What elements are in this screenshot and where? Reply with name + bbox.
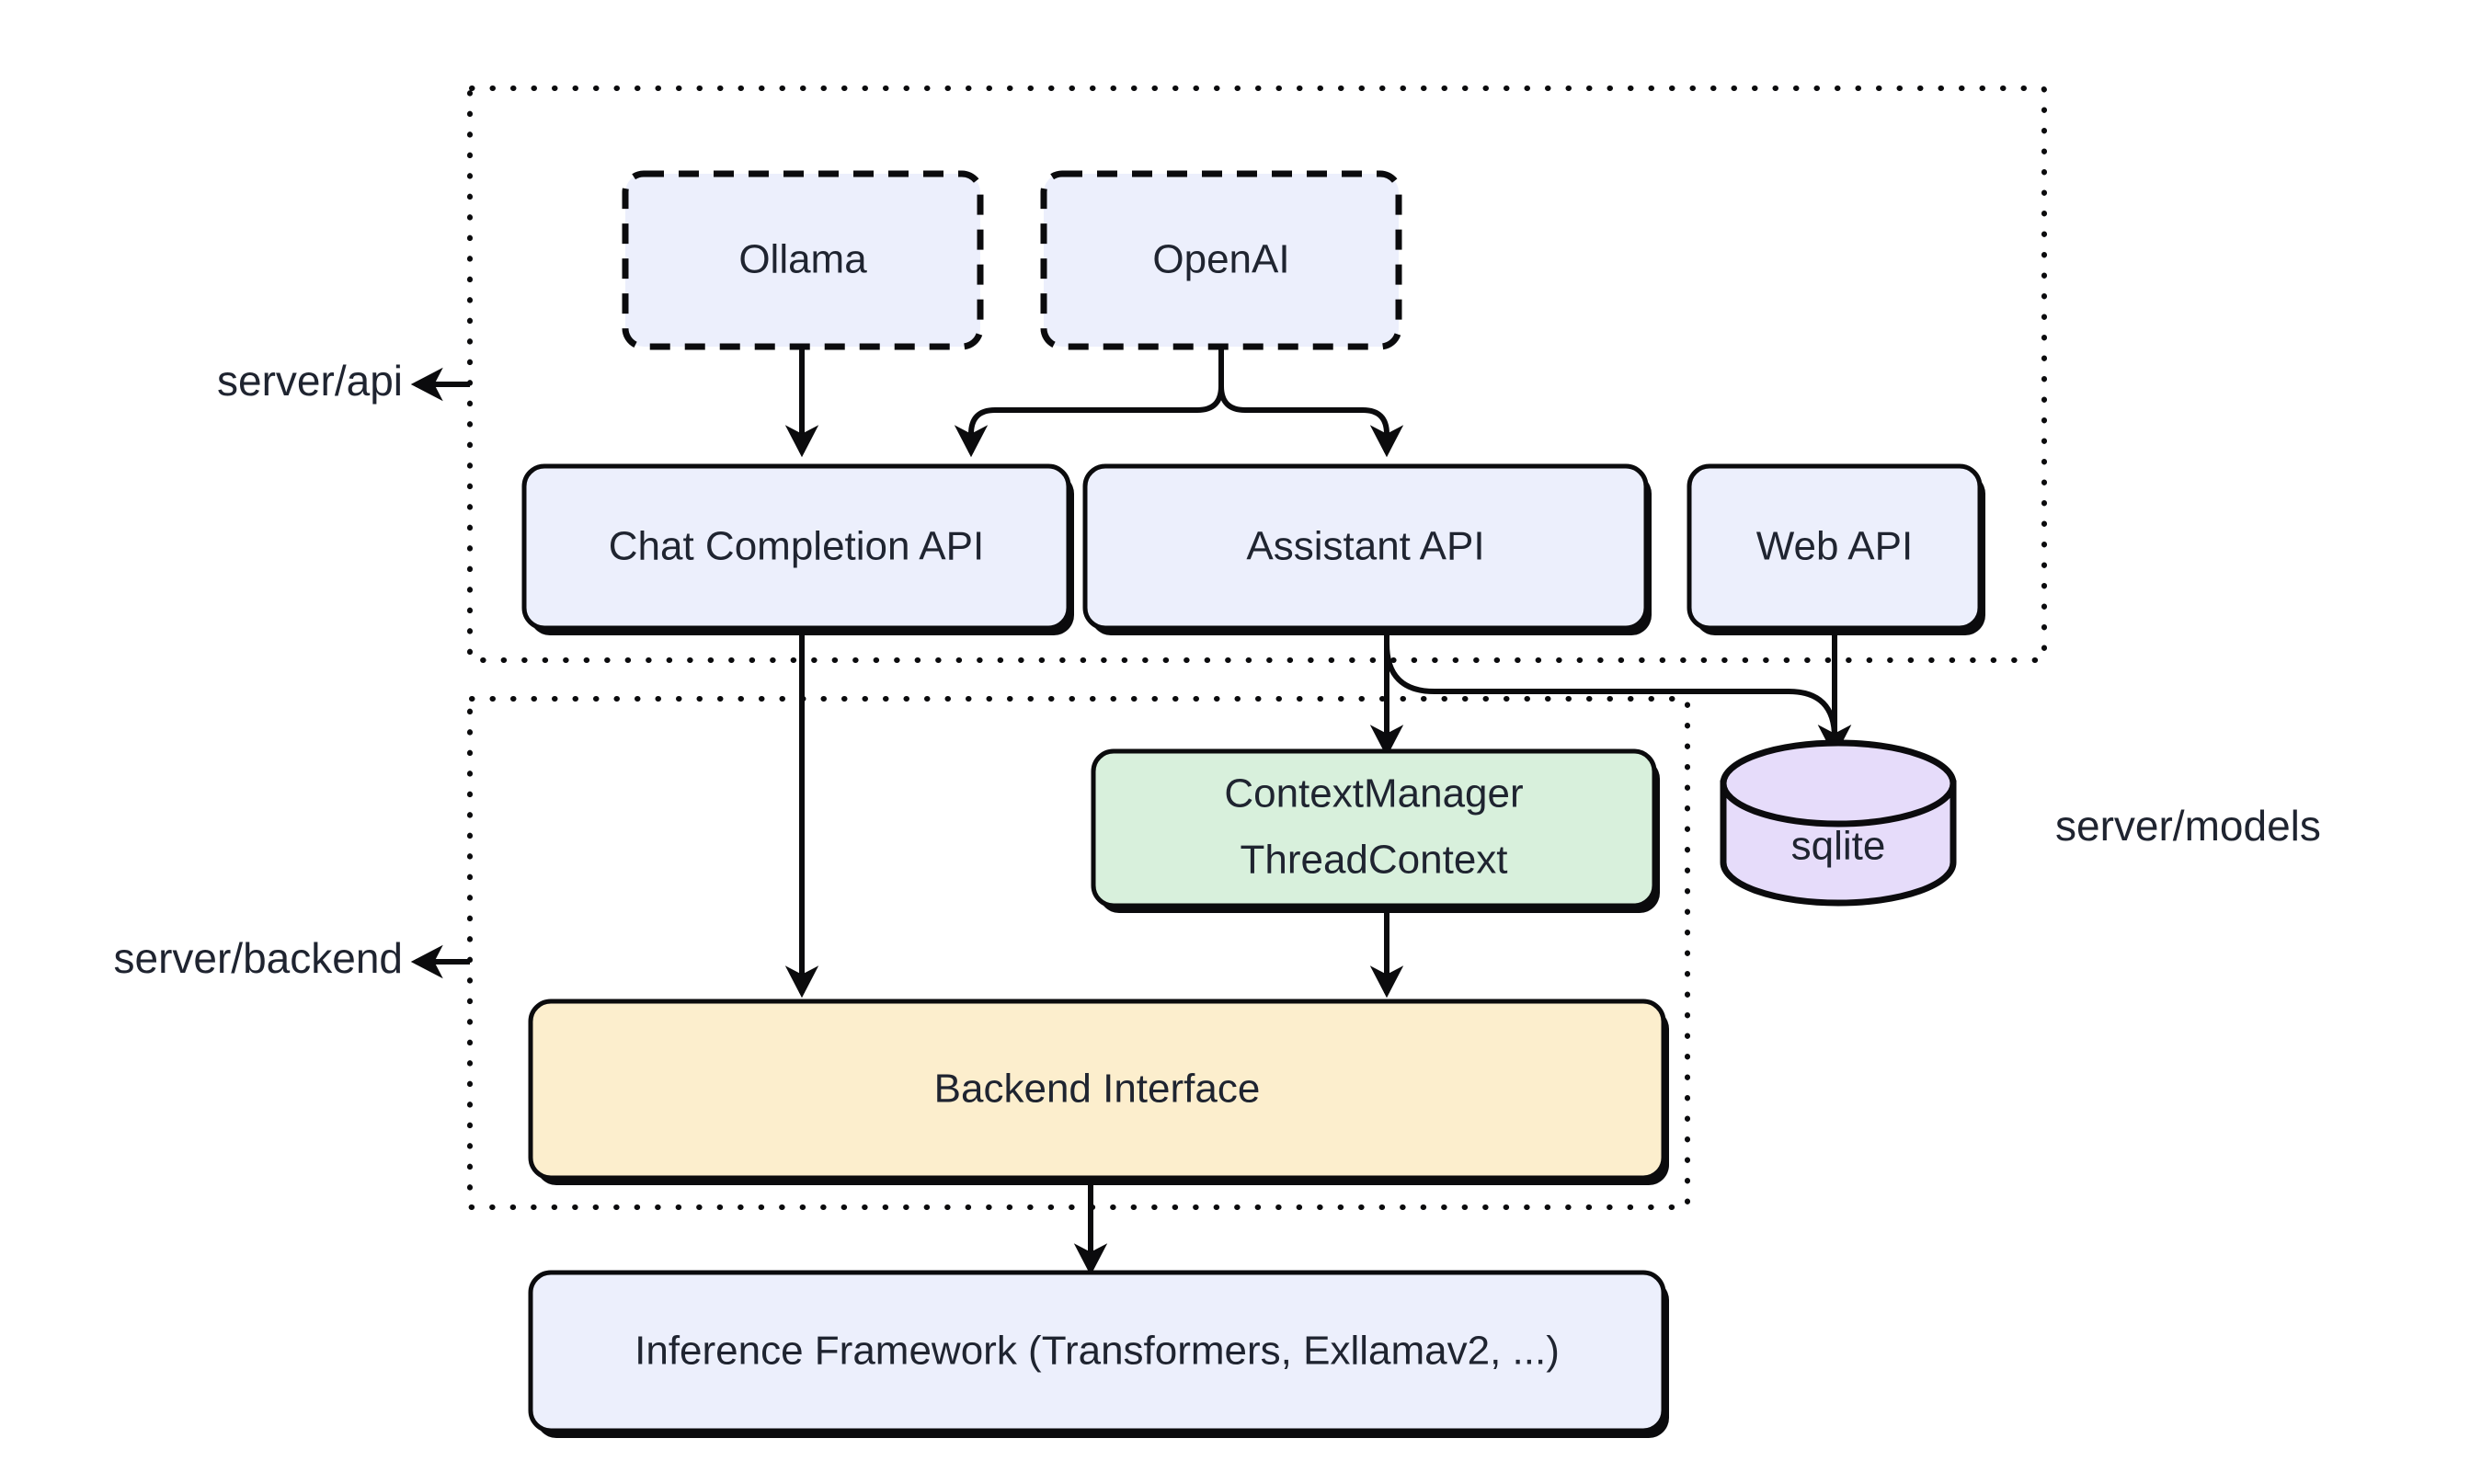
group-container-server-api xyxy=(467,86,2047,663)
node-context-manager[interactable]: ContextManager ThreadContext xyxy=(1091,748,1660,913)
node-chat-completion-api[interactable]: Chat Completion API xyxy=(521,463,1074,635)
group-label-server-backend: server/backend xyxy=(114,934,404,982)
node-inference-framework-shape xyxy=(528,1270,1666,1433)
node-context-manager-label-line1: ContextManager xyxy=(1224,771,1523,816)
group-container-server-backend xyxy=(467,696,1690,1210)
node-assistant-api[interactable]: Assistant API xyxy=(1082,463,1652,635)
node-sqlite[interactable]: sqlite xyxy=(1720,739,1957,907)
edge-openai-to-assistant-api xyxy=(1218,347,1404,458)
node-ollama[interactable]: Ollama xyxy=(622,170,984,350)
group-label-server-api: server/api xyxy=(217,357,403,405)
node-inference-framework-label: Inference Framework (Transformers, Exlla… xyxy=(635,1329,1560,1374)
node-sqlite-top xyxy=(1720,739,1957,828)
node-sqlite-label: sqlite xyxy=(1791,824,1886,869)
node-backend-interface-label: Backend Interface xyxy=(934,1067,1261,1112)
node-assistant-api-label: Assistant API xyxy=(1246,524,1484,569)
node-context-manager-shape xyxy=(1091,748,1657,908)
node-backend-interface-shape xyxy=(528,999,1666,1181)
node-chat-completion-api-label: Chat Completion API xyxy=(609,524,984,569)
node-openai-shape xyxy=(1040,170,1402,350)
node-ollama-shape xyxy=(622,170,984,350)
node-web-api[interactable]: Web API xyxy=(1687,463,1985,635)
node-openai-label: OpenAI xyxy=(1152,237,1289,282)
group-label-server-models: server/models xyxy=(2055,802,2321,850)
node-web-api-shape xyxy=(1687,463,1983,631)
node-openai[interactable]: OpenAI xyxy=(1040,170,1402,350)
node-assistant-api-shape xyxy=(1082,463,1649,631)
node-chat-completion-api-shape xyxy=(521,463,1071,631)
node-backend-interface[interactable]: Backend Interface xyxy=(528,999,1669,1185)
node-web-api-label: Web API xyxy=(1756,524,1913,569)
node-context-manager-label-line2: ThreadContext xyxy=(1240,838,1507,883)
node-inference-framework[interactable]: Inference Framework (Transformers, Exlla… xyxy=(528,1270,1669,1438)
node-ollama-label: Ollama xyxy=(738,237,867,282)
